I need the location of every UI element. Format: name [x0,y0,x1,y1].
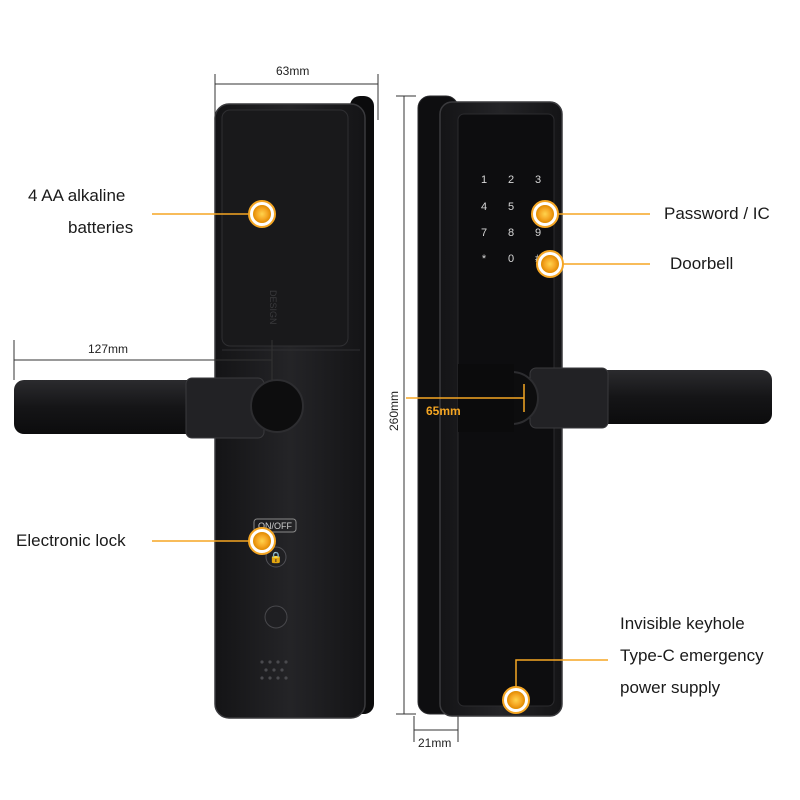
electronic-lock-label: Electronic lock [16,531,126,550]
dimension-lines [13,74,459,742]
on-off-label: ON/OFF [258,521,292,531]
keypad-key[interactable]: 8 [508,227,514,239]
keypad-key[interactable]: 5 [508,201,514,213]
lock-switch[interactable] [265,546,287,568]
password-label: Password / IC [664,204,770,223]
handle-center-dimension-label: 65mm [426,404,461,418]
depth-dimension-label: 21mm [418,736,452,750]
outdoor-lock: 123456789*0# [417,95,772,717]
keyhole-label-line2: Type-C emergency [620,646,764,665]
height-dimension-label: 260mm [387,390,402,432]
keypad-key[interactable]: 1 [481,174,487,186]
keypad-key[interactable]: 7 [481,227,487,239]
speaker-grille [260,660,288,680]
battery-cover [221,109,349,347]
indoor-lock: DESIGN ON/OFF 🔒 [14,96,374,719]
keypad-key[interactable]: 0 [508,253,514,265]
lock-symbol-icon: 🔒 [269,551,283,564]
keypad-key[interactable]: 3 [535,174,541,186]
callout-leaders [152,213,650,700]
keyhole-label-line1: Invisible keyhole [620,614,745,633]
on-off-label-box [253,518,297,533]
keypad-key[interactable]: 2 [508,174,514,186]
keypad-key[interactable]: * [482,253,487,265]
knob[interactable] [264,605,288,629]
callout-dots [248,200,564,714]
doorbell-label: Doorbell [670,254,734,273]
handle-length-dimension-label: 127mm [88,342,129,356]
width-dimension-label: 63mm [276,64,310,78]
batteries-label-line1: 4 AA alkaline [28,186,126,205]
batteries-label-line2: batteries [68,218,134,237]
keypad-key[interactable]: 4 [481,201,487,213]
brand-mark: DESIGN [268,290,278,325]
keypad-key[interactable]: 9 [535,227,541,239]
outdoor-handle-grip [529,367,609,429]
keyhole-label-line3: power supply [620,678,721,697]
indoor-handle-hub [250,379,304,433]
